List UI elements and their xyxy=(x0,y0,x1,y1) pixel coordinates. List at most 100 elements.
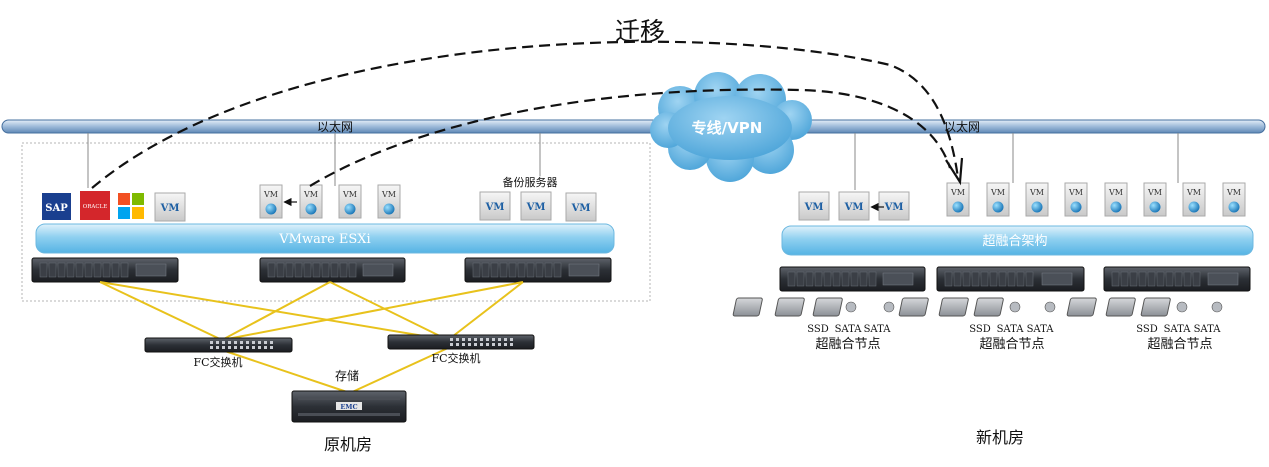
disk-type-label: SATA xyxy=(1027,324,1055,335)
fc-switch-left xyxy=(144,337,293,353)
globe-icon xyxy=(305,203,317,215)
vm-instance: VM xyxy=(1143,182,1167,217)
vm-instance: VM xyxy=(986,182,1010,217)
sata-drive-icon xyxy=(1140,297,1223,317)
hyperconverged-layer: 超融合架构 xyxy=(781,225,1254,256)
vm-instance: VM xyxy=(259,184,283,219)
disk-type-label: SATA xyxy=(1194,324,1222,335)
right-ethernet-backbone xyxy=(789,119,1266,134)
vm-label: VM xyxy=(844,202,864,213)
sata-drive-icon xyxy=(938,297,1021,317)
vm-box: VM xyxy=(154,192,186,222)
vm-label: VM xyxy=(342,190,357,199)
migration-title: 迁移 xyxy=(615,17,665,46)
rack-server xyxy=(31,257,179,283)
vm-instance: VM xyxy=(1104,182,1128,217)
disk-type-label: SATA xyxy=(1164,324,1192,335)
vm-label: VM xyxy=(990,188,1005,197)
vmware-esxi-label: VMware ESXi xyxy=(278,232,370,247)
vm-box: VM xyxy=(798,191,830,221)
vm-instance: VM xyxy=(1064,182,1088,217)
hci-node-label: 超融合节点 xyxy=(979,337,1044,352)
globe-icon xyxy=(344,203,356,215)
vm-label: VM xyxy=(526,202,546,213)
vm-box: VM xyxy=(520,191,552,221)
vm-label: VM xyxy=(1029,188,1044,197)
right-ethernet-label: 以太网 xyxy=(944,119,980,134)
globe-icon xyxy=(1070,201,1082,213)
migration-arrowhead xyxy=(945,157,964,186)
vm-label: VM xyxy=(950,188,965,197)
rack-server xyxy=(936,266,1085,292)
vm-label: VM xyxy=(485,202,505,213)
migration-path-app xyxy=(91,40,960,189)
vmware-esxi-layer: VMware ESXi xyxy=(35,223,615,254)
sata-drive-icon xyxy=(973,297,1056,317)
backup-server-label: 备份服务器 xyxy=(503,175,558,189)
globe-icon xyxy=(1110,201,1122,213)
vm-box: VM xyxy=(565,192,597,222)
vm-label: VM xyxy=(1108,188,1123,197)
globe-icon xyxy=(1188,201,1200,213)
disk-type-label: SSD xyxy=(807,324,829,335)
vm-label: VM xyxy=(263,190,278,199)
vpn-cloud-label: 专线/VPN xyxy=(692,119,763,137)
rack-server xyxy=(1103,266,1251,292)
source-site-boundary xyxy=(21,142,651,302)
vm-instance: VM xyxy=(1222,182,1246,217)
sata-drive-icon xyxy=(774,297,857,317)
vm-instance: VM xyxy=(299,184,323,219)
vm-instance: VM xyxy=(1025,182,1049,217)
vm-label: VM xyxy=(1226,188,1241,197)
disk-type-label: SATA xyxy=(864,324,892,335)
rack-server xyxy=(259,257,406,283)
sap-logo: SAP xyxy=(42,193,71,220)
fc-switch-right-label: FC交换机 xyxy=(431,351,480,365)
fc-switch-right xyxy=(387,334,535,350)
vm-label: VM xyxy=(1186,188,1201,197)
vm-label: VM xyxy=(1068,188,1083,197)
ssd-drive-icon xyxy=(732,297,763,317)
svg-text:SAP: SAP xyxy=(45,203,68,214)
vm-instance: VM xyxy=(377,184,401,219)
vpn-cloud: 专线/VPN xyxy=(650,72,812,182)
fc-switch-left-label: FC交换机 xyxy=(193,355,242,369)
hci-node-label: 超融合节点 xyxy=(815,337,880,352)
fc-links xyxy=(99,281,524,394)
vm-box: VM xyxy=(479,191,511,221)
globe-icon xyxy=(1228,201,1240,213)
vm-instance: VM xyxy=(946,182,970,217)
rack-server xyxy=(779,266,926,292)
vm-label: VM xyxy=(571,203,591,214)
migration-path-vm xyxy=(309,88,952,187)
vm-box: VM xyxy=(878,191,910,221)
left-ethernet-label: 以太网 xyxy=(317,119,353,134)
vm-instance: VM xyxy=(338,184,362,219)
disk-type-label: SATA xyxy=(835,324,863,335)
vm-label: VM xyxy=(160,203,180,214)
sata-drive-icon xyxy=(812,297,895,317)
disk-type-label: SATA xyxy=(997,324,1025,335)
oracle-logo: ORACLE xyxy=(80,191,110,220)
vm-instance: VM xyxy=(1182,182,1206,217)
hyperconverged-label: 超融合架构 xyxy=(982,234,1047,249)
rack-server xyxy=(464,257,612,283)
vm-label: VM xyxy=(303,190,318,199)
globe-icon xyxy=(992,201,1004,213)
source-room-label: 原机房 xyxy=(324,435,372,454)
vm-label: VM xyxy=(381,190,396,199)
vm-box: VM xyxy=(838,191,870,221)
sata-drive-icon xyxy=(1105,297,1188,317)
left-drop-lines xyxy=(87,133,541,188)
vm-label: VM xyxy=(884,202,904,213)
ssd-drive-icon xyxy=(1066,297,1097,317)
globe-icon xyxy=(952,201,964,213)
disk-type-label: SSD xyxy=(1136,324,1158,335)
ssd-drive-icon xyxy=(898,297,929,317)
svg-text:ORACLE: ORACLE xyxy=(83,204,108,210)
globe-icon xyxy=(383,203,395,215)
globe-icon xyxy=(265,203,277,215)
right-drop-lines xyxy=(854,133,1179,190)
storage-array: EMC xyxy=(291,390,407,423)
